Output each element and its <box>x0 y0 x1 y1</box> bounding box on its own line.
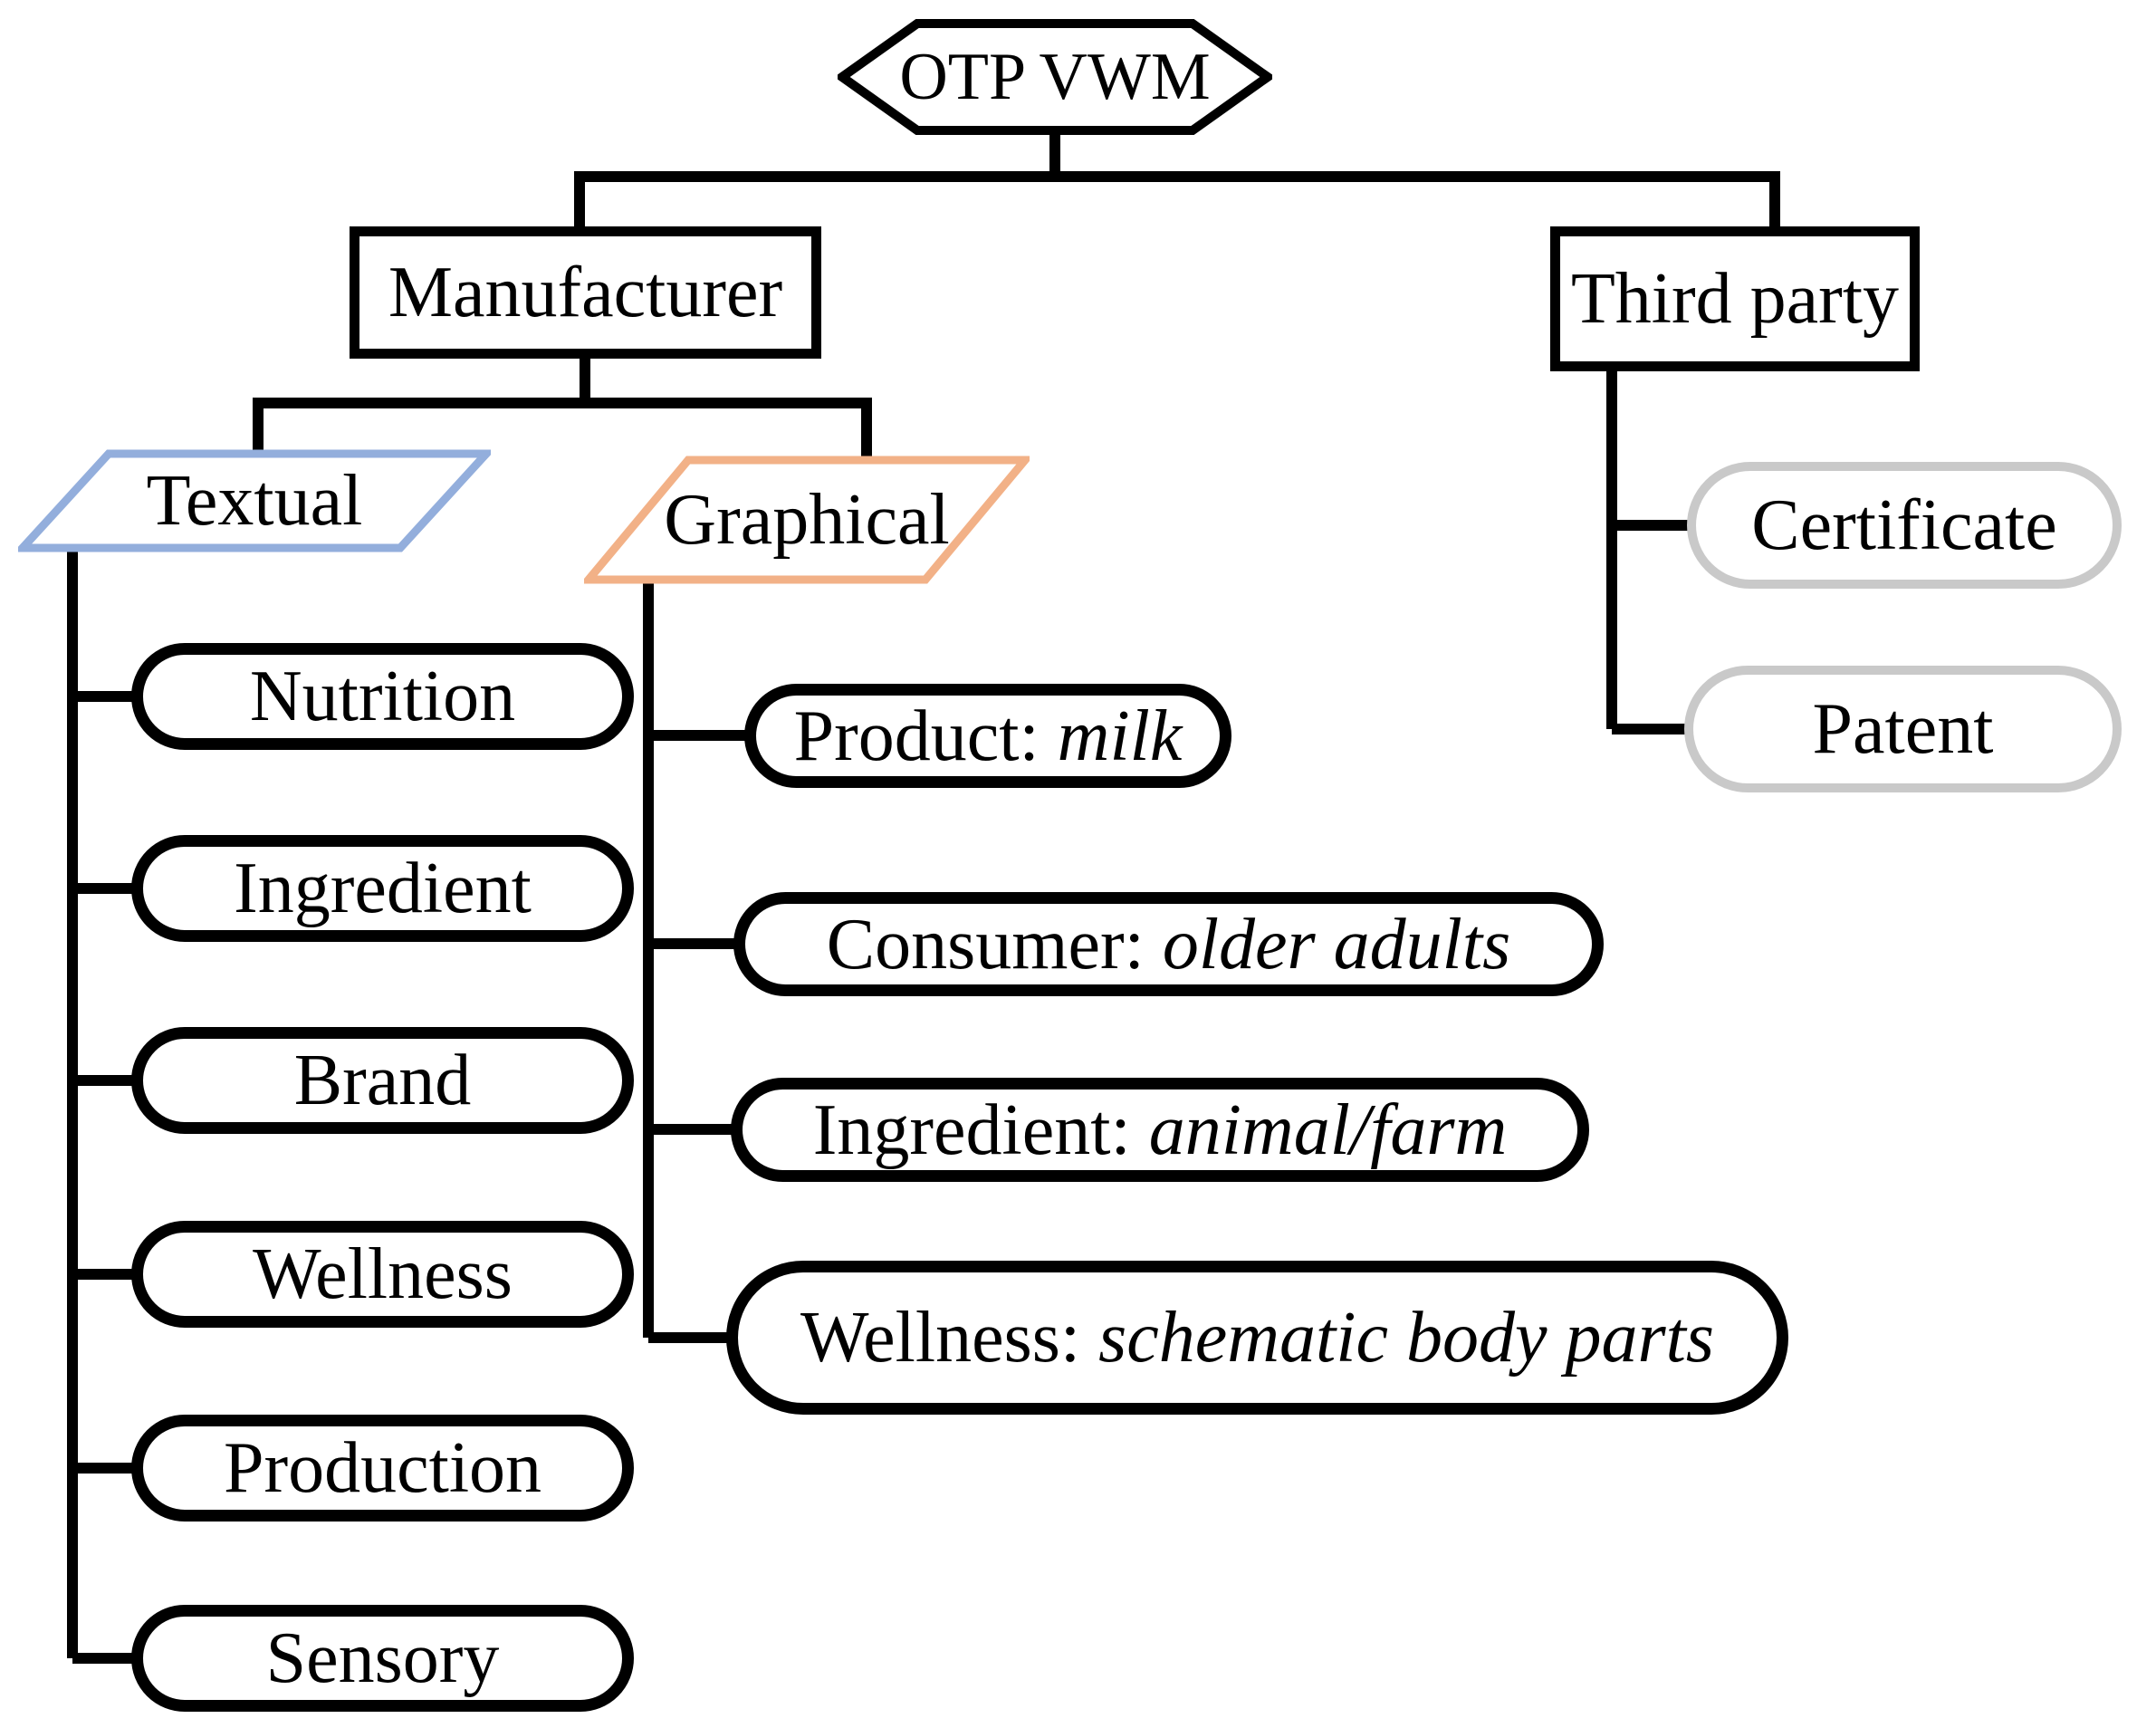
node-label: Wellness <box>253 1234 513 1314</box>
node-label: Product: milk <box>793 696 1183 776</box>
node-ingredient: Ingredient <box>131 835 634 942</box>
node-nutrition: Nutrition <box>131 643 634 750</box>
node-brand: Brand <box>131 1027 634 1134</box>
node-label: Graphical <box>664 480 950 560</box>
node-label: Production <box>223 1428 542 1508</box>
hexagon-shape <box>838 19 1272 135</box>
node-manufacturer: Manufacturer <box>350 226 821 359</box>
node-label: Manufacturer <box>388 253 783 332</box>
node-label: Third party <box>1570 259 1900 339</box>
parallelogram-shape-blue <box>18 449 491 552</box>
node-label: Consumer: older adults <box>826 904 1511 984</box>
node-label: Wellness: schematic body parts <box>800 1298 1714 1378</box>
node-otp-vwm: OTP VWM <box>838 18 1272 136</box>
node-label: Nutrition <box>249 657 516 736</box>
node-label: Ingredient <box>234 849 532 928</box>
node-graphical: Graphical <box>584 456 1030 584</box>
node-textual: Textual <box>18 449 491 552</box>
node-ingredient-animal-farm: Ingredient: animal/farm <box>731 1078 1589 1182</box>
node-label: Sensory <box>265 1618 500 1698</box>
node-production: Production <box>131 1415 634 1522</box>
node-consumer-older-adults: Consumer: older adults <box>733 892 1604 996</box>
node-certificate: Certificate <box>1687 462 2122 589</box>
parallelogram-shape-orange <box>584 456 1030 584</box>
node-product-milk: Product: milk <box>744 684 1231 788</box>
node-label: Patent <box>1812 689 1994 769</box>
node-label: OTP VWM <box>899 40 1211 114</box>
node-wellness-schematic-body-parts: Wellness: schematic body parts <box>726 1261 1788 1415</box>
node-patent: Patent <box>1684 666 2122 792</box>
node-label: Certificate <box>1751 485 2057 565</box>
node-wellness: Wellness <box>131 1221 634 1328</box>
node-label: Brand <box>293 1041 472 1120</box>
node-third-party: Third party <box>1550 226 1920 371</box>
node-label: Ingredient: animal/farm <box>812 1090 1508 1170</box>
node-sensory: Sensory <box>131 1605 634 1712</box>
node-label: Textual <box>146 461 363 541</box>
